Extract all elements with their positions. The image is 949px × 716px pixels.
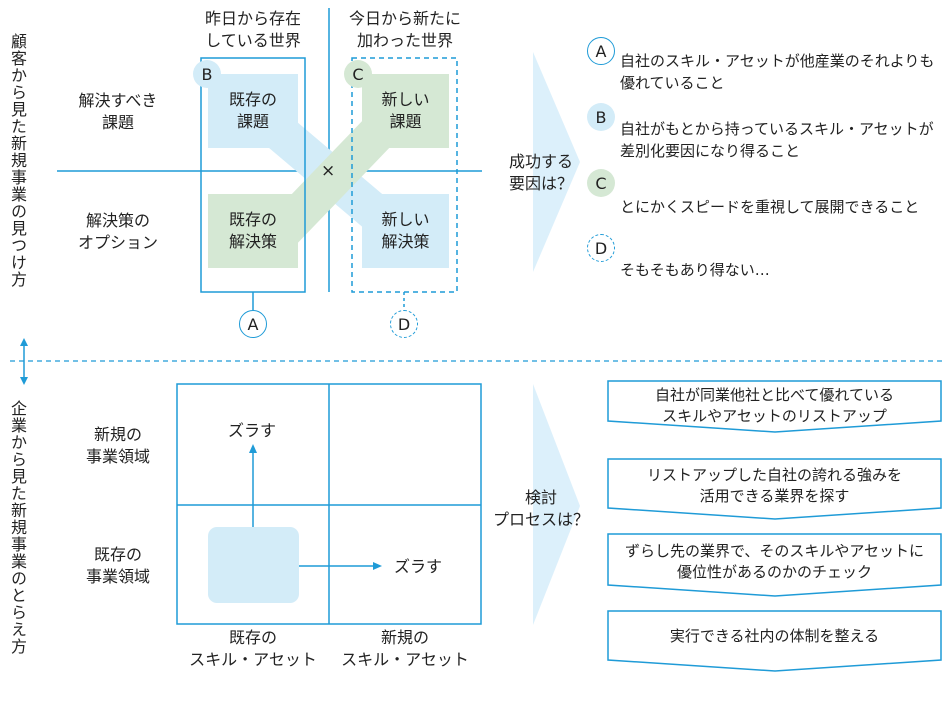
step-2-line2: 活用できる業界を探す [699,487,850,505]
marker-b: B [193,60,221,88]
double-arrow-down-head [20,377,28,385]
step-2-line1: リストアップした自社の誇れる強みを [646,466,902,484]
col-label-existing-skill-line1: 既存の [228,628,277,647]
step-1-line1: 自社が同業他社と比べて優れている [655,386,894,404]
col-header-new-line2: 加わった世界 [356,31,453,50]
step-2-text: リストアップした自社の誇れる強みを活用できる業界を探す [608,462,941,510]
top-question-line1: 成功する [508,152,573,171]
factor-b-line1: 自社がもとから持っているスキル・アセットが [620,120,934,138]
row-label-issue-line2: 課題 [101,113,134,132]
bottom-question-line1: 検討 [524,488,557,507]
row-label-issue-line1: 解決すべき [78,91,158,110]
cell-new-issue-line2: 課題 [389,112,422,131]
top-chevron-arrow [533,52,580,272]
step-1-line2: スキルやアセットのリストアップ [662,407,887,425]
cell-new-solution-line2: 解決策 [381,232,430,251]
marker-d: D [390,310,418,338]
factor-c-line1: とにかくスピードを重視して展開できること [620,198,920,216]
cell-existing-solution-line1: 既存の [228,210,277,229]
cell-new-solution: 新しい解決策 [362,194,449,268]
step-3-line2: 優位性があるのかのチェック [676,563,872,581]
col-header-new-line1: 今日から新たに [348,9,461,28]
step-box-2 [607,458,942,520]
cell-existing-issue-line2: 課題 [236,112,269,131]
step-1-text: 自社が同業他社と比べて優れているスキルやアセットのリストアップ [608,384,941,428]
row-label-solution: 解決策の オプション [66,210,170,254]
row-label-existing-domain-line1: 既存の [93,545,142,564]
existing-core-box [208,527,299,603]
step-3-line1: ずらし先の業界で、そのスキルやアセットに [624,542,925,560]
col-header-existing-line2: している世界 [205,31,301,50]
factor-c-marker: C [587,169,615,197]
step-box-4 [607,610,942,672]
cell-new-solution-line1: 新しい [381,210,430,229]
marker-c: C [344,60,372,88]
row-label-issue: 解決すべき 課題 [66,90,170,134]
bottom-chevron-arrow [533,384,580,625]
bottom-question-line2: プロセスは？ [492,510,589,529]
shift-right-label: ズラす [393,557,442,576]
cell-existing-issue-line1: 既存の [228,90,277,109]
top-side-label: 顧客から見た新規事業の見つけ方 [8,33,27,288]
cross-mark: × [321,161,336,181]
cell-existing-solution: 既存の解決策 [208,194,298,268]
bottom-question: 検討 プロセスは？ [486,487,596,531]
row-label-solution-line1: 解決策の [85,211,150,230]
row-label-new-domain-line1: 新規の [93,425,142,444]
row-label-solution-line2: オプション [77,233,158,252]
col-label-existing-skill-line2: スキル・アセット [189,650,317,669]
col-header-existing-line1: 昨日から存在 [204,9,301,28]
factor-b-marker: B [587,103,615,131]
green-cross-band [262,90,420,251]
factor-a-line2: 優れていること [620,74,725,92]
col-label-new-skill-line2: スキル・アセット [341,650,469,669]
row-label-new-domain: 新規の 事業領域 [66,424,170,468]
col-header-new-world: 今日から新たに 加わった世界 [337,8,473,52]
top-question-line2: 要因は？ [508,174,573,193]
shift-up-label: ズラす [227,421,276,440]
cell-new-issue-line1: 新しい [381,90,430,109]
shift-right-arrow-head [373,562,382,570]
shift-up-arrow-head [249,444,257,453]
factor-b-text: 自社がもとから持っているスキル・アセットが 差別化要因になり得ること [620,118,934,162]
factor-b-line2: 差別化要因になり得ること [620,142,801,160]
cell-existing-issue: 既存の課題 [208,74,298,148]
marker-a: A [239,310,267,338]
row-label-existing-domain-line2: 事業領域 [85,567,150,586]
step-4-line1: 実行できる社内の体制を整える [669,626,880,645]
factor-d-line1: そもそもあり得ない… [620,261,770,279]
row-label-new-domain-line2: 事業領域 [85,447,150,466]
factor-a-marker: A [587,37,615,65]
step-4-text: 実行できる社内の体制を整える [608,614,941,658]
row-label-existing-domain: 既存の 事業領域 [66,544,170,588]
factor-a-text: 自社のスキル・アセットが他産業のそれよりも 優れていること [620,50,934,94]
top-question: 成功する 要因は？ [495,151,587,195]
step-box-3 [607,533,942,597]
cell-existing-solution-line2: 解決策 [228,232,277,251]
cell-new-issue: 新しい課題 [362,74,449,148]
col-label-new-skill-line1: 新規の [380,628,429,647]
step-3-text: ずらし先の業界で、そのスキルやアセットに優位性があるのかのチェック [608,537,941,587]
col-header-existing-world: 昨日から存在 している世界 [193,8,313,52]
double-arrow-up-head [20,338,28,346]
step-box-1 [607,380,942,433]
col-label-existing-skill: 既存の スキル・アセット [185,627,321,671]
factor-a-line1: 自社のスキル・アセットが他産業のそれよりも [620,52,935,70]
factor-d-marker: D [587,234,615,262]
col-label-new-skill: 新規の スキル・アセット [337,627,473,671]
bottom-side-label: 企業から見た新規事業のとらえ方 [8,400,27,655]
